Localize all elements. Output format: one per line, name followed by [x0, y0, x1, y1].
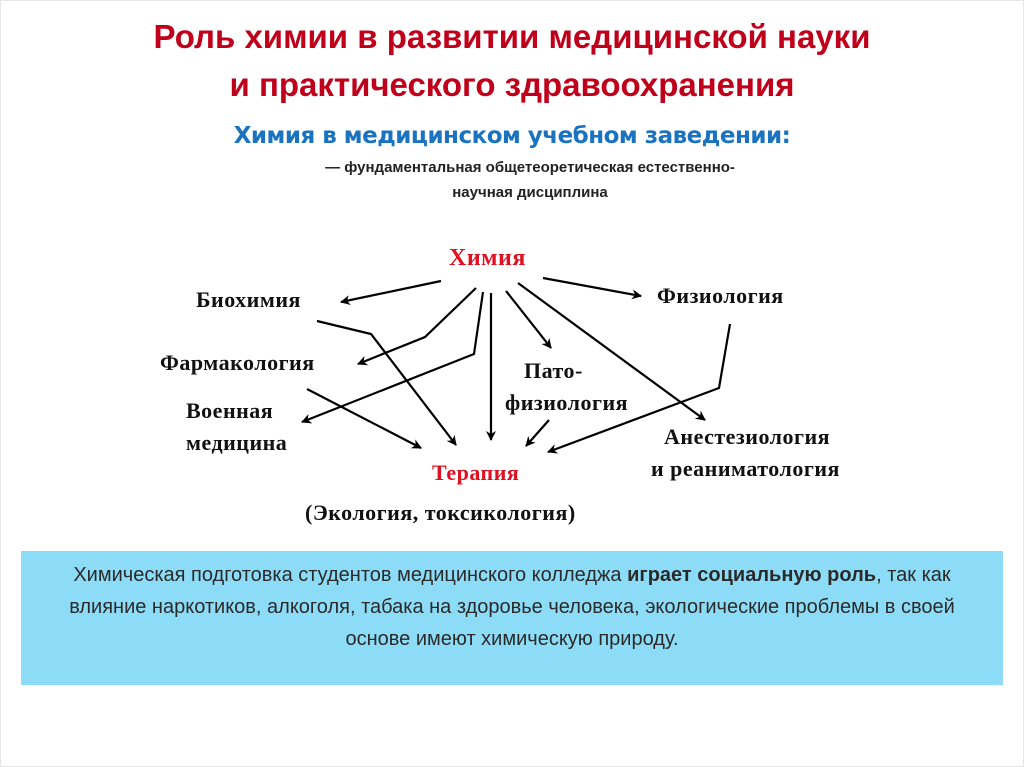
info-text-part1: Химическая подготовка студентов медицинс…	[73, 564, 628, 586]
node-anesth-line1: Анестезиология	[664, 424, 831, 449]
arrow-chem-physio	[542, 276, 642, 300]
arrow-chem-military	[301, 291, 485, 424]
node-anesth-line2: и реаниматология	[651, 456, 840, 481]
node-therapy: Терапия	[432, 460, 520, 485]
node-patho-line1: Пато-	[524, 358, 583, 383]
node-pharmacology: Фармакология	[160, 350, 315, 375]
slide-title-line1: Роль химии в развитии медицинской науки	[153, 18, 871, 55]
subtitle: Химия в медицинском учебном заведении:	[233, 123, 791, 149]
arrow-chem-pharm	[357, 287, 477, 366]
definition-line2: научная дисциплина	[452, 184, 608, 201]
definition-line1: — фундаментальная общетеоретическая есте…	[325, 159, 735, 176]
node-patho-line2: физиология	[505, 390, 629, 415]
info-text-bold: играет социальную роль	[627, 564, 877, 586]
arrow-chem-anesth	[517, 282, 706, 421]
arrow-physio-therapy	[547, 323, 732, 454]
node-military-line1: Военная	[186, 398, 274, 423]
node-military-line2: медицина	[186, 430, 288, 455]
info-box: Химическая подготовка студентов медицинс…	[21, 551, 1003, 685]
therapy-note: (Экология, токсикология)	[305, 500, 576, 525]
arrow-pharm-therapy	[306, 388, 422, 449]
node-biochemistry: Биохимия	[196, 287, 301, 312]
info-text: Химическая подготовка студентов медицинс…	[41, 559, 983, 655]
arrow-patho-therapy	[525, 419, 550, 447]
slide-title-line2: и практического здравоохранения	[229, 66, 795, 103]
info-text-part2: , так как влияние наркотиков, алкоголя, …	[69, 564, 955, 650]
arrow-chem-patho	[505, 290, 552, 349]
arrow-biochem-therapy	[316, 319, 457, 446]
node-physiology: Физиология	[657, 283, 784, 308]
arrow-chem-biochem	[340, 279, 442, 306]
node-chemistry: Химия	[449, 245, 526, 271]
